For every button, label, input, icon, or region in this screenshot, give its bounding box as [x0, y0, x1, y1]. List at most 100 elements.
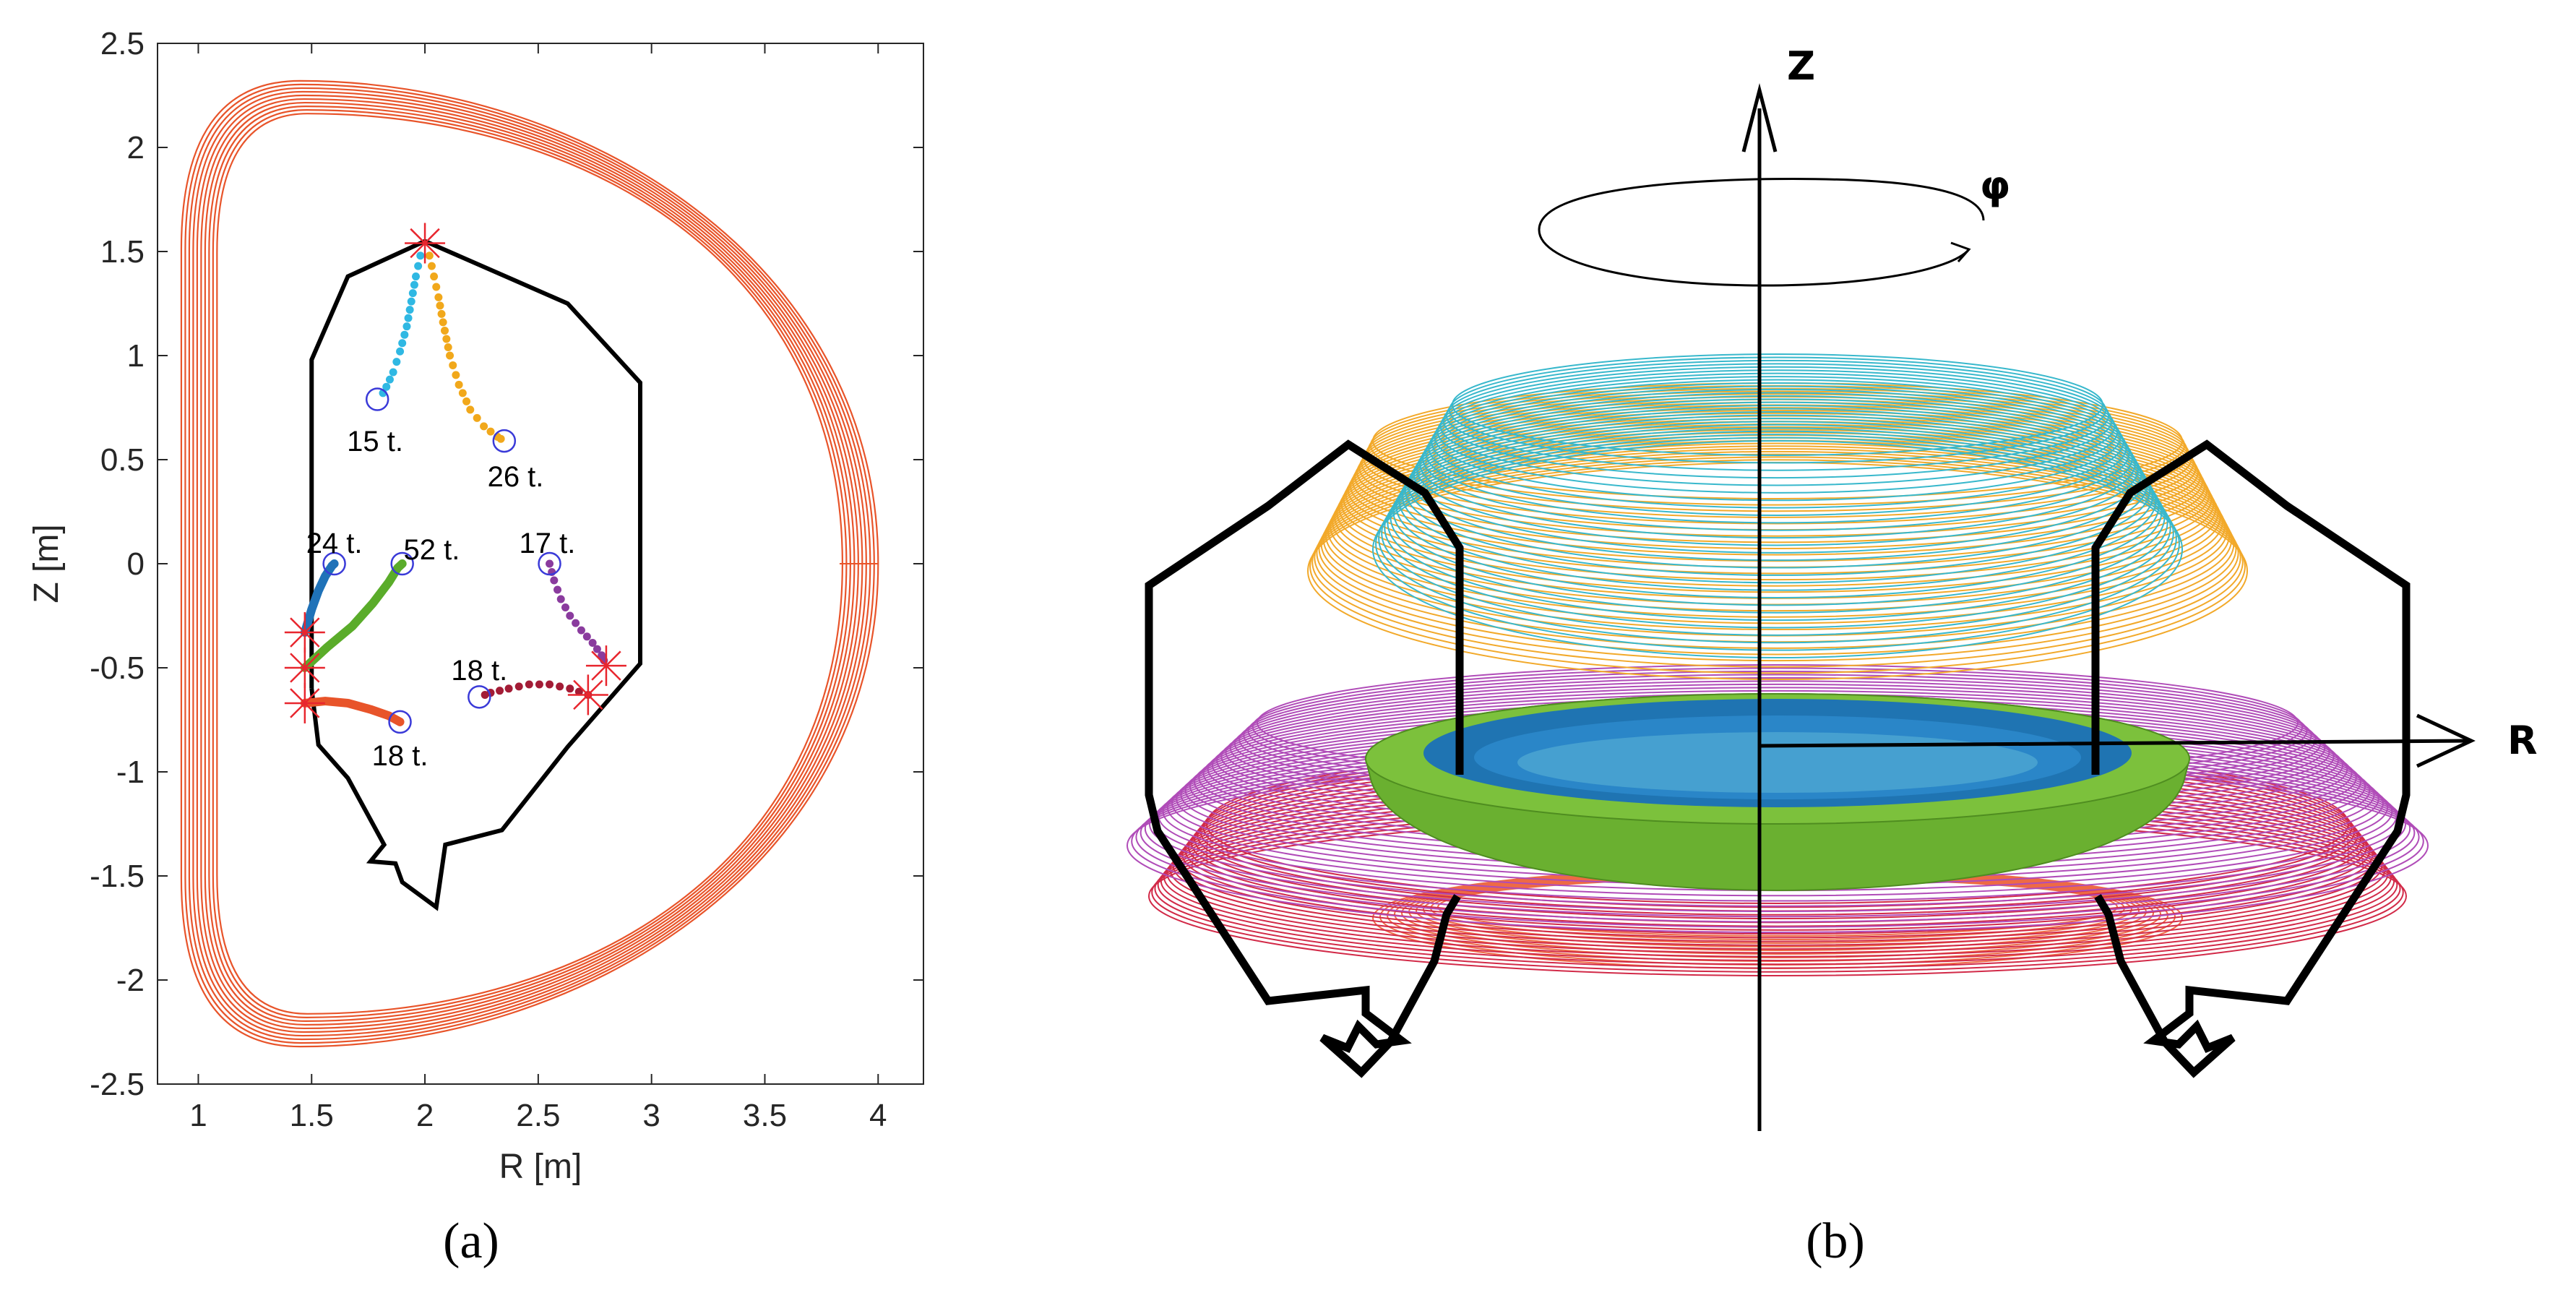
orange-ring	[1311, 456, 2244, 668]
strike-star	[405, 223, 446, 264]
x-tick-label: 2.5	[516, 1098, 560, 1133]
start-circle	[468, 685, 491, 709]
x-tick-label: 1.5	[290, 1098, 334, 1133]
trajectory-point	[593, 645, 601, 653]
trajectory-point	[402, 322, 411, 331]
phi-arrowhead	[1950, 241, 1971, 262]
trajectory-line	[300, 559, 407, 672]
trajectory-point	[486, 427, 495, 436]
trajectory-point	[430, 272, 439, 281]
y-tick-label: -0.5	[90, 650, 145, 686]
trajectory-point	[407, 297, 415, 306]
trajectory-point	[577, 626, 585, 635]
trajectory-point	[561, 603, 569, 611]
coil-turn	[188, 87, 871, 1041]
trajectory-point	[514, 682, 523, 691]
trajectory-point	[392, 358, 401, 366]
y-tick-label: -2.5	[90, 1067, 145, 1102]
trajectory-point	[556, 595, 565, 603]
turn-label: 52 t.	[404, 534, 460, 566]
cyan-ring	[1439, 366, 2116, 486]
coil-turn	[204, 101, 856, 1026]
turn-label: 15 t.	[347, 426, 403, 457]
trajectory-point	[382, 382, 391, 391]
strike-star	[284, 682, 325, 723]
x-axis-title: R [m]	[499, 1148, 582, 1186]
trajectory-point	[480, 422, 488, 431]
strike-star	[567, 674, 608, 715]
trajectory-point	[466, 405, 475, 414]
orange-ring	[1314, 453, 2241, 662]
r-axis-line	[1759, 739, 2471, 748]
start-circle	[322, 551, 346, 576]
trajectory-point	[496, 687, 504, 695]
vessel-outline	[309, 238, 642, 911]
cyan-ring	[1384, 427, 2171, 629]
cyan-ring	[1387, 424, 2168, 622]
panel-b: Z R φ (b)	[1127, 43, 2538, 1269]
cyan-ring	[1372, 440, 2183, 658]
x-tick-label: 2	[416, 1098, 434, 1133]
turn-label: 18 t.	[451, 655, 507, 687]
start-circle	[390, 551, 414, 576]
trajectory-point	[442, 335, 451, 343]
trajectory-point	[455, 380, 463, 389]
strike-star	[585, 645, 626, 687]
y-tick-label: -1.5	[90, 859, 145, 894]
trajectory-point	[412, 272, 421, 281]
trajectory-point	[400, 330, 409, 339]
trajectory-point	[496, 434, 505, 443]
trajectory-point	[566, 611, 574, 620]
trajectory-point	[427, 262, 436, 270]
trajectory-point	[574, 687, 583, 696]
orange-ring	[1345, 415, 2210, 575]
turn-label: 18 t.	[372, 740, 428, 772]
trajectory-point	[432, 283, 441, 291]
trajectory-point	[458, 389, 467, 397]
trajectory-point	[473, 413, 481, 422]
blue-band	[1423, 699, 2132, 807]
coil-turn	[192, 90, 867, 1037]
trajectory-point	[535, 680, 543, 689]
coil-turn	[180, 79, 879, 1048]
plot-frame-a	[157, 43, 924, 1085]
trajectory-point	[553, 585, 562, 594]
strike-star	[284, 612, 325, 653]
trajectory-point	[389, 368, 397, 377]
trajectory-point	[449, 361, 457, 369]
y-tick-label: 2	[127, 130, 145, 166]
cyan-ring	[1378, 434, 2177, 644]
y-axis-title: Z [m]	[27, 524, 66, 603]
coils	[180, 79, 879, 1048]
coil-turn	[208, 106, 851, 1022]
start-circle	[538, 551, 561, 576]
trajectory-point	[566, 684, 574, 693]
strike-points	[284, 223, 626, 723]
trajectory-point	[525, 680, 533, 689]
turn-label: 17 t.	[519, 528, 575, 559]
trajectory-point	[546, 559, 554, 568]
orange-ring	[1309, 459, 2246, 674]
trajectory-line	[300, 559, 339, 637]
panel-label-a: (a)	[443, 1213, 499, 1269]
vessel-polygon	[309, 238, 642, 911]
trajectory-point	[550, 576, 559, 585]
z-axis-label: Z	[1787, 43, 1815, 89]
r-axis-label: R	[2507, 718, 2538, 763]
trajectory-point	[385, 375, 394, 384]
coil-turn	[200, 98, 859, 1030]
orange-ring	[1318, 448, 2237, 649]
vessel-frame-right	[2091, 439, 2411, 1078]
trajectory-point	[452, 371, 460, 379]
trajectory-point	[582, 632, 591, 641]
cyan-ring	[1381, 430, 2174, 636]
turn-label: 24 t.	[306, 528, 363, 559]
trajectory-point	[441, 326, 449, 335]
z-axis-arrowhead	[1741, 83, 1778, 152]
trajectory-point	[425, 252, 434, 260]
strike-star	[284, 648, 325, 688]
coil-turn	[212, 109, 848, 1018]
start-circle	[365, 387, 389, 411]
